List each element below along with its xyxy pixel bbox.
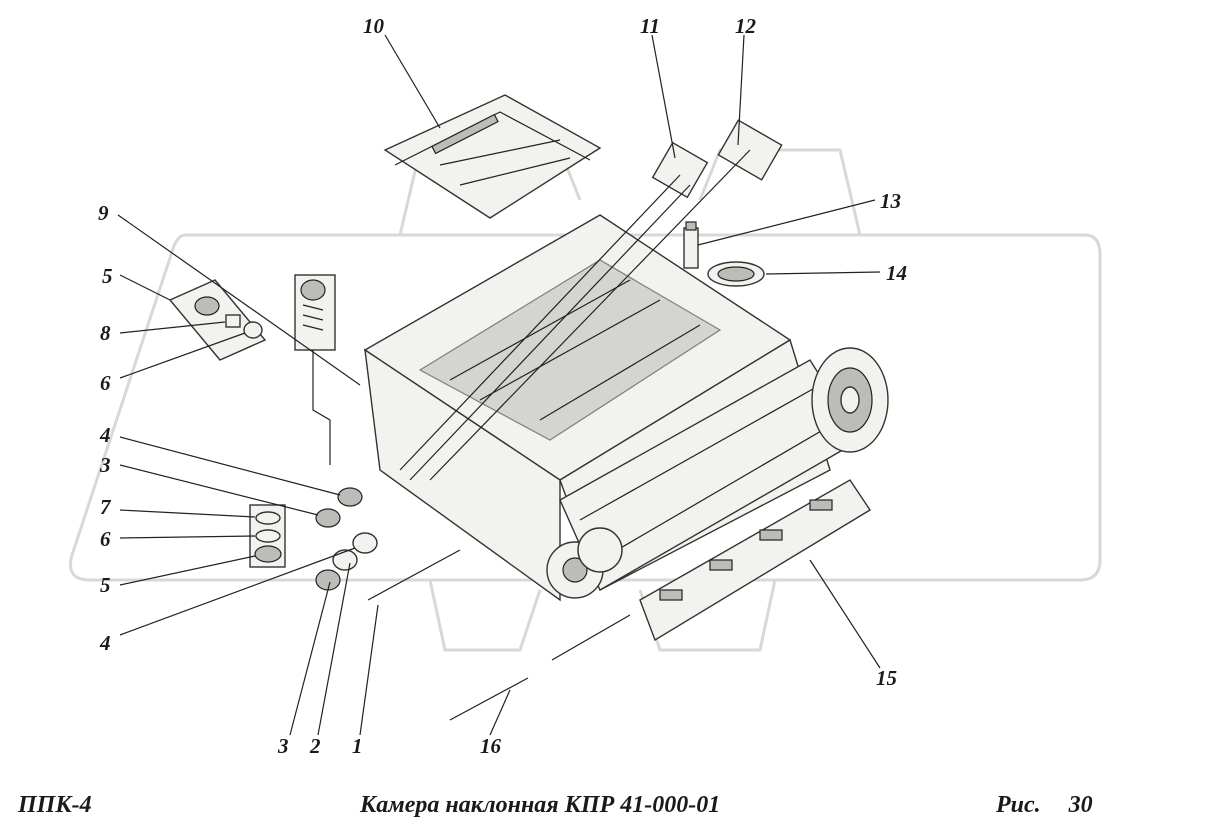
tension-rods bbox=[399, 149, 751, 481]
callout-3-lower: 3 bbox=[277, 734, 289, 758]
inclined-chamber-housing bbox=[363, 214, 861, 602]
callout-4-upper: 4 bbox=[99, 423, 111, 447]
callout-15: 15 bbox=[876, 666, 897, 690]
guard-plate bbox=[639, 479, 871, 642]
callout-14: 14 bbox=[886, 261, 907, 285]
sprockets bbox=[546, 527, 623, 599]
callout-10: 10 bbox=[363, 14, 385, 38]
callout-7: 7 bbox=[100, 495, 112, 519]
callout-1: 1 bbox=[352, 734, 363, 758]
pins bbox=[367, 549, 631, 721]
callout-5-lower: 5 bbox=[100, 573, 111, 597]
callout-6-upper: 6 bbox=[100, 371, 111, 395]
washer-stack bbox=[249, 504, 286, 568]
callout-11: 11 bbox=[640, 14, 660, 38]
cover-plate bbox=[383, 94, 602, 219]
callout-9: 9 bbox=[98, 201, 109, 225]
callout-8: 8 bbox=[100, 321, 111, 345]
drive-pulley bbox=[811, 347, 889, 453]
footer-figure: Рис. 30 bbox=[996, 792, 1093, 819]
callout-5-upper: 5 bbox=[102, 264, 113, 288]
leader-lines bbox=[117, 34, 881, 736]
callout-12: 12 bbox=[735, 14, 757, 38]
callout-labels: 10 11 12 9 5 8 6 13 14 4 3 7 6 5 4 3 2 1… bbox=[98, 14, 907, 758]
footer-model: ППК-4 bbox=[18, 792, 92, 818]
spring-assembly bbox=[294, 274, 336, 465]
callout-2: 2 bbox=[309, 734, 321, 758]
callout-4-lower: 4 bbox=[99, 631, 111, 655]
footer-title: Камера наклонная КПР 41-000-01 bbox=[360, 792, 721, 818]
fastener-group-upper bbox=[168, 279, 267, 361]
callout-3-upper: 3 bbox=[99, 453, 111, 477]
figure-label: Рис. bbox=[996, 792, 1041, 818]
callout-16: 16 bbox=[480, 734, 502, 758]
callout-6-lower: 6 bbox=[100, 527, 111, 551]
nut-group-middle bbox=[315, 487, 378, 591]
figure-number: 30 bbox=[1068, 792, 1093, 818]
callout-13: 13 bbox=[880, 189, 901, 213]
